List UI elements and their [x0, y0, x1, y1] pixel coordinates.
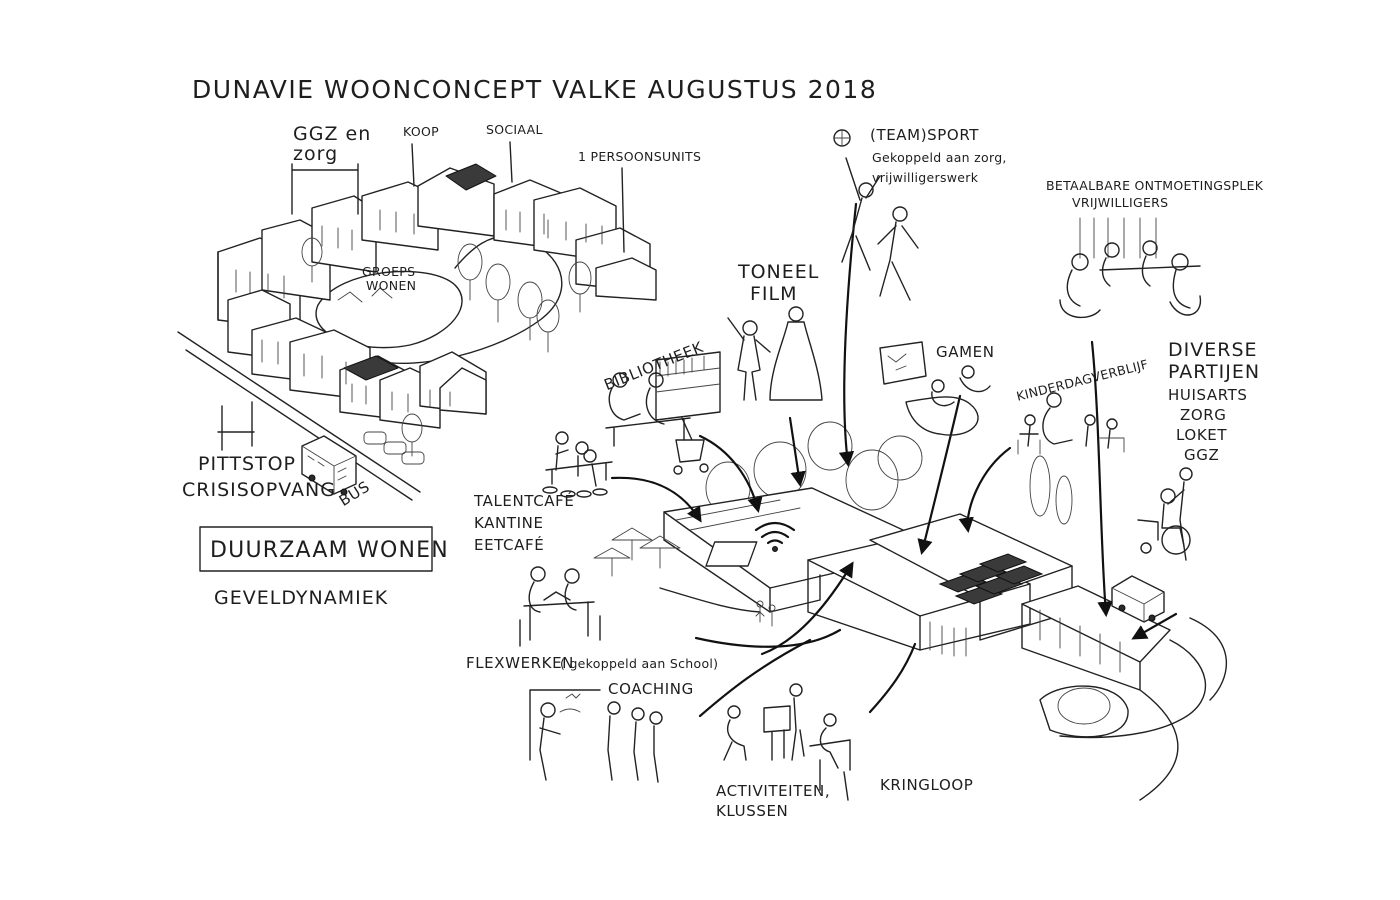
gamen-label: GAMEN	[936, 343, 995, 361]
library-sketch	[605, 351, 721, 475]
team-sport-sub2: vrijwilligerswerk	[872, 170, 979, 185]
gaming-sketch	[879, 341, 991, 436]
wheelchair-icon	[1137, 467, 1193, 561]
relation-arrows	[610, 202, 1178, 718]
housing-neighbourhood-sketch	[177, 141, 657, 501]
kinderdagverblijf-label: KINDERDAGVERBLIJF	[1015, 356, 1150, 403]
diverse-partijen-ggz: GGZ	[1184, 446, 1219, 464]
meeting-place-sketch	[1059, 217, 1202, 319]
flexwerken-label: FLEXWERKEN	[466, 654, 574, 672]
bus-icon	[301, 435, 357, 496]
duurzaam-wonen-label: DUURZAAM WONEN	[210, 538, 449, 563]
koop-label: KOOP	[403, 124, 439, 139]
diverse-partijen-loket: LOKET	[1176, 426, 1227, 444]
pittstop-label: PITTSTOP	[198, 453, 296, 475]
kringloop-label: KRINGLOOP	[880, 776, 973, 794]
diverse-partijen-zorg: ZORG	[1180, 406, 1227, 424]
daycare-sketch	[1017, 392, 1125, 455]
sport-players-sketch	[841, 157, 919, 301]
geveldynamiek-label: GEVELDYNAMIEK	[214, 587, 388, 609]
diverse-partijen-huisarts: HUISARTS	[1168, 386, 1248, 404]
crisisopvang-label: CRISISOPVANG	[182, 479, 336, 501]
bibliotheek-label: BIBLIOTHEEK	[601, 338, 706, 394]
diverse-partijen-line2: PARTIJEN	[1168, 361, 1260, 383]
groepswonen-label-line2: WONEN	[366, 278, 416, 293]
team-sport-sub1: Gekoppeld aan zorg,	[872, 150, 1007, 165]
groepswonen-label-line1: GROEPS	[362, 264, 415, 279]
activiteiten-line2: KLUSSEN	[716, 802, 788, 820]
community-building-sketch	[593, 421, 1227, 801]
film-label: FILM	[750, 283, 798, 305]
talentcafe-line3: EETCAFÉ	[474, 535, 544, 554]
flexwerken-sub: ( gekoppeld aan School)	[560, 656, 718, 671]
flexwork-sketch	[519, 566, 601, 647]
persoonsunits-label: 1 PERSOONSUNITS	[578, 149, 701, 164]
ggz-label-line2: zorg	[293, 143, 338, 165]
activiteiten-line1: ACTIVITEITEN,	[716, 782, 830, 800]
cafe-sketch	[542, 431, 613, 498]
diverse-partijen-line1: DIVERSE	[1168, 339, 1258, 361]
duurzaam-wonen-box	[199, 526, 433, 572]
ontmoetingsplek-line2: VRIJWILLIGERS	[1072, 195, 1168, 210]
toneel-label: TONEEL	[737, 261, 819, 283]
page-title: DUNAVIE WOONCONCEPT VALKE AUGUSTUS 2018	[192, 75, 877, 104]
talentcafe-line1: TALENTCAFÉ	[473, 491, 574, 510]
car-icon	[1111, 575, 1165, 623]
coaching-label: COACHING	[608, 680, 694, 698]
basketball-icon	[833, 129, 851, 147]
ggz-label-line1: GGZ en	[293, 123, 371, 145]
ontmoetingsplek-line1: BETAALBARE ONTMOETINGSPLEK	[1046, 178, 1264, 193]
wifi-icon	[754, 521, 796, 552]
coaching-sketch	[529, 689, 663, 783]
stroller-icon	[673, 417, 709, 475]
team-sport-label: (TEAM)SPORT	[870, 126, 979, 144]
talentcafe-line2: KANTINE	[474, 514, 544, 532]
workshop-sketch	[723, 683, 851, 801]
sociaal-label: SOCIAAL	[486, 122, 543, 137]
theatre-sketch	[727, 306, 823, 401]
